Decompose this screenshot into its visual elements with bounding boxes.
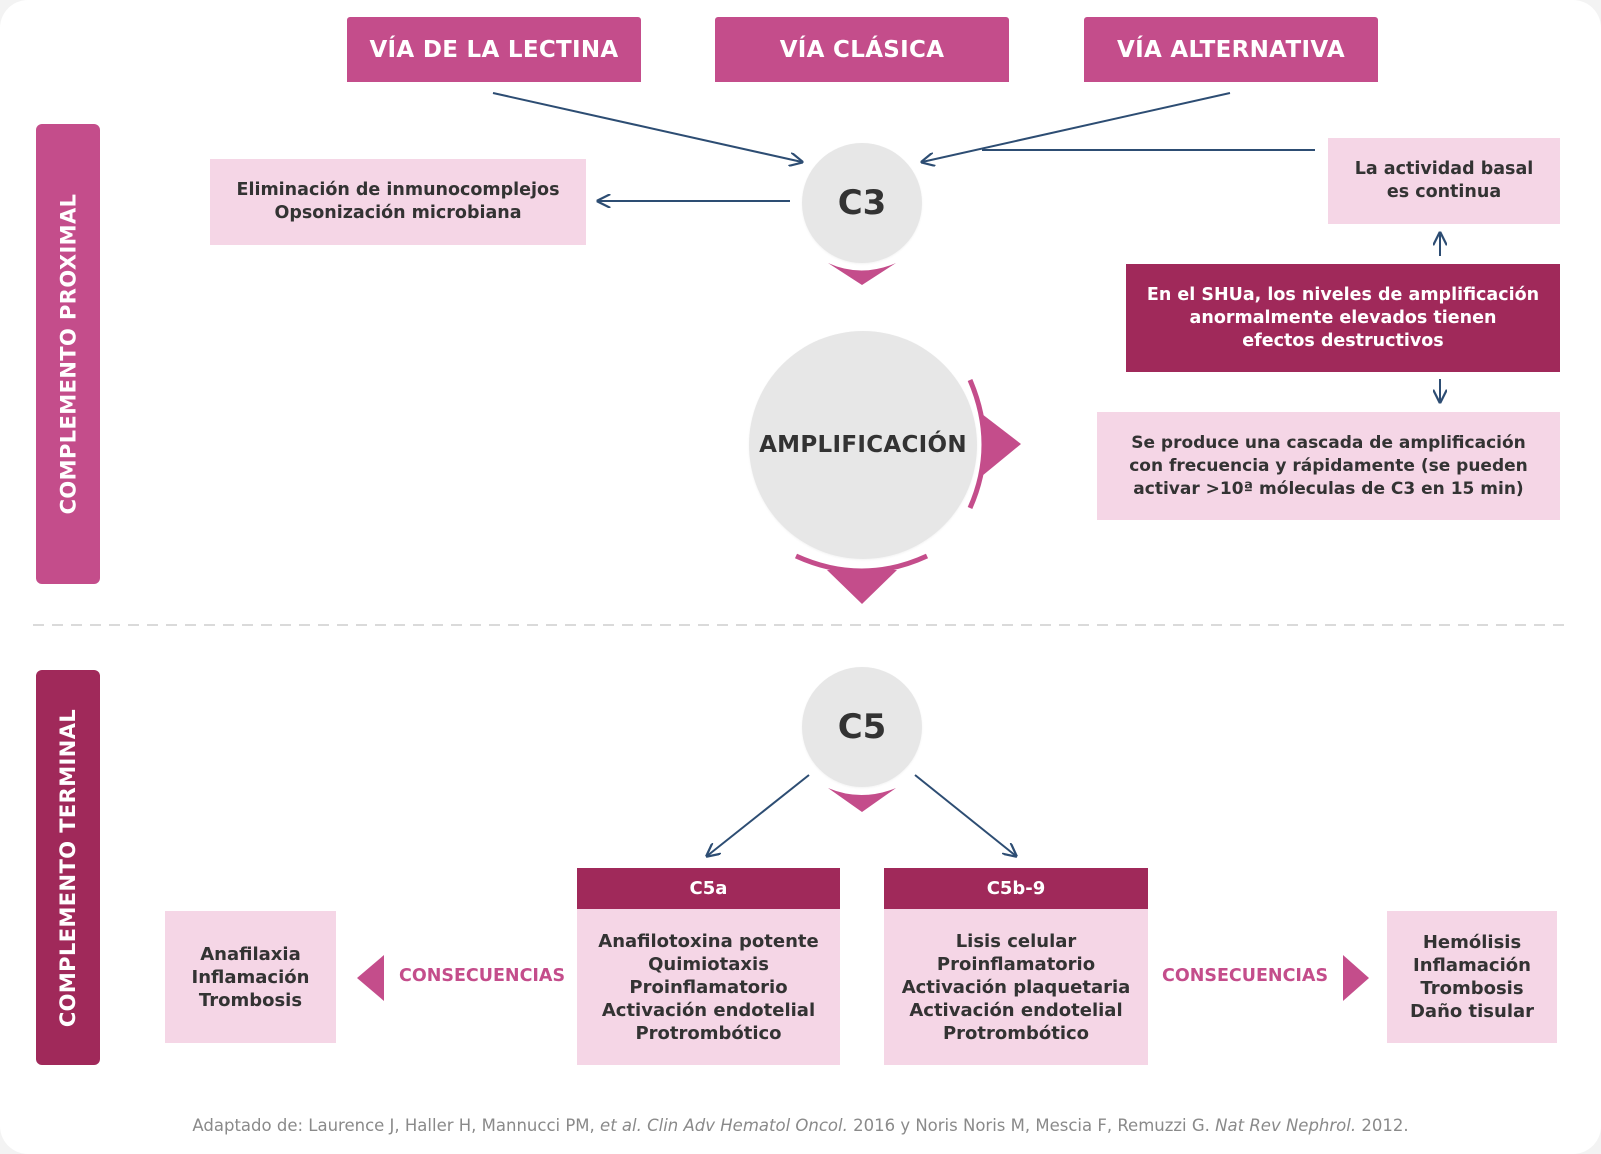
citation-year: 2012. <box>1356 1116 1409 1135</box>
c5b9-header: C5b-9 <box>884 868 1148 909</box>
c3-node: C3 <box>802 143 922 263</box>
right-consequences-box: Hemólisis Inflamación Trombosis Daño tis… <box>1387 911 1557 1043</box>
left-consequences-triangle-icon <box>357 955 384 1001</box>
c5-down-triangle-icon <box>828 788 896 812</box>
left-consequences-label: CONSECUENCIAS <box>399 966 566 986</box>
c3-down-triangle-icon <box>828 263 896 285</box>
right-consequences-label: CONSECUENCIAS <box>1162 966 1329 986</box>
amplification-node: AMPLIFICACIÓN <box>749 331 977 559</box>
amplification-right-triangle-icon <box>982 414 1021 476</box>
c5a-header: C5a <box>577 868 840 909</box>
citation-journal-2: Nat Rev Nephrol. <box>1215 1116 1357 1135</box>
citation-authors-2: 2016 y Noris Noris M, Mescia F, Remuzzi … <box>847 1116 1216 1135</box>
c5a-effects: Anafilotoxina potente Quimiotaxis Proinf… <box>577 909 840 1065</box>
c5-node: C5 <box>802 667 922 787</box>
basal-activity-box: La actividad basal es continua <box>1328 138 1560 224</box>
citation-authors-1: Adaptado de: Laurence J, Haller H, Mannu… <box>192 1116 601 1135</box>
elimination-box: Eliminación de inmunocomplejos Opsonizac… <box>210 159 586 245</box>
c5-to-c5b9-arrow-icon <box>914 774 1016 856</box>
c5-to-c5a-arrow-icon <box>707 774 810 856</box>
citation: Adaptado de: Laurence J, Haller H, Mannu… <box>0 1116 1601 1135</box>
pathway-classical-header: VÍA CLÁSICA <box>715 17 1009 82</box>
pathway-alternative-header: VÍA ALTERNATIVA <box>1084 17 1378 82</box>
alternative-to-c3-arrow-icon <box>922 92 1231 162</box>
terminal-section-label: COMPLEMENTO TERMINAL <box>36 670 100 1065</box>
citation-journal-1: et al. Clin Adv Hematol Oncol. <box>600 1116 848 1135</box>
amplification-down-triangle-icon <box>827 570 897 604</box>
left-consequences-box: Anafilaxia Inflamación Trombosis <box>165 911 336 1043</box>
right-consequences-triangle-icon <box>1343 955 1369 1001</box>
pathway-lectin-header: VÍA DE LA LECTINA <box>347 17 641 82</box>
c5b9-effects: Lisis celular Proinflamatorio Activación… <box>884 909 1148 1065</box>
proximal-section-label: COMPLEMENTO PROXIMAL <box>36 124 100 584</box>
shua-box: En el SHUa, los niveles de amplificación… <box>1126 264 1560 372</box>
lectin-to-c3-arrow-icon <box>492 92 802 162</box>
cascade-box: Se produce una cascada de amplificación … <box>1097 412 1560 520</box>
